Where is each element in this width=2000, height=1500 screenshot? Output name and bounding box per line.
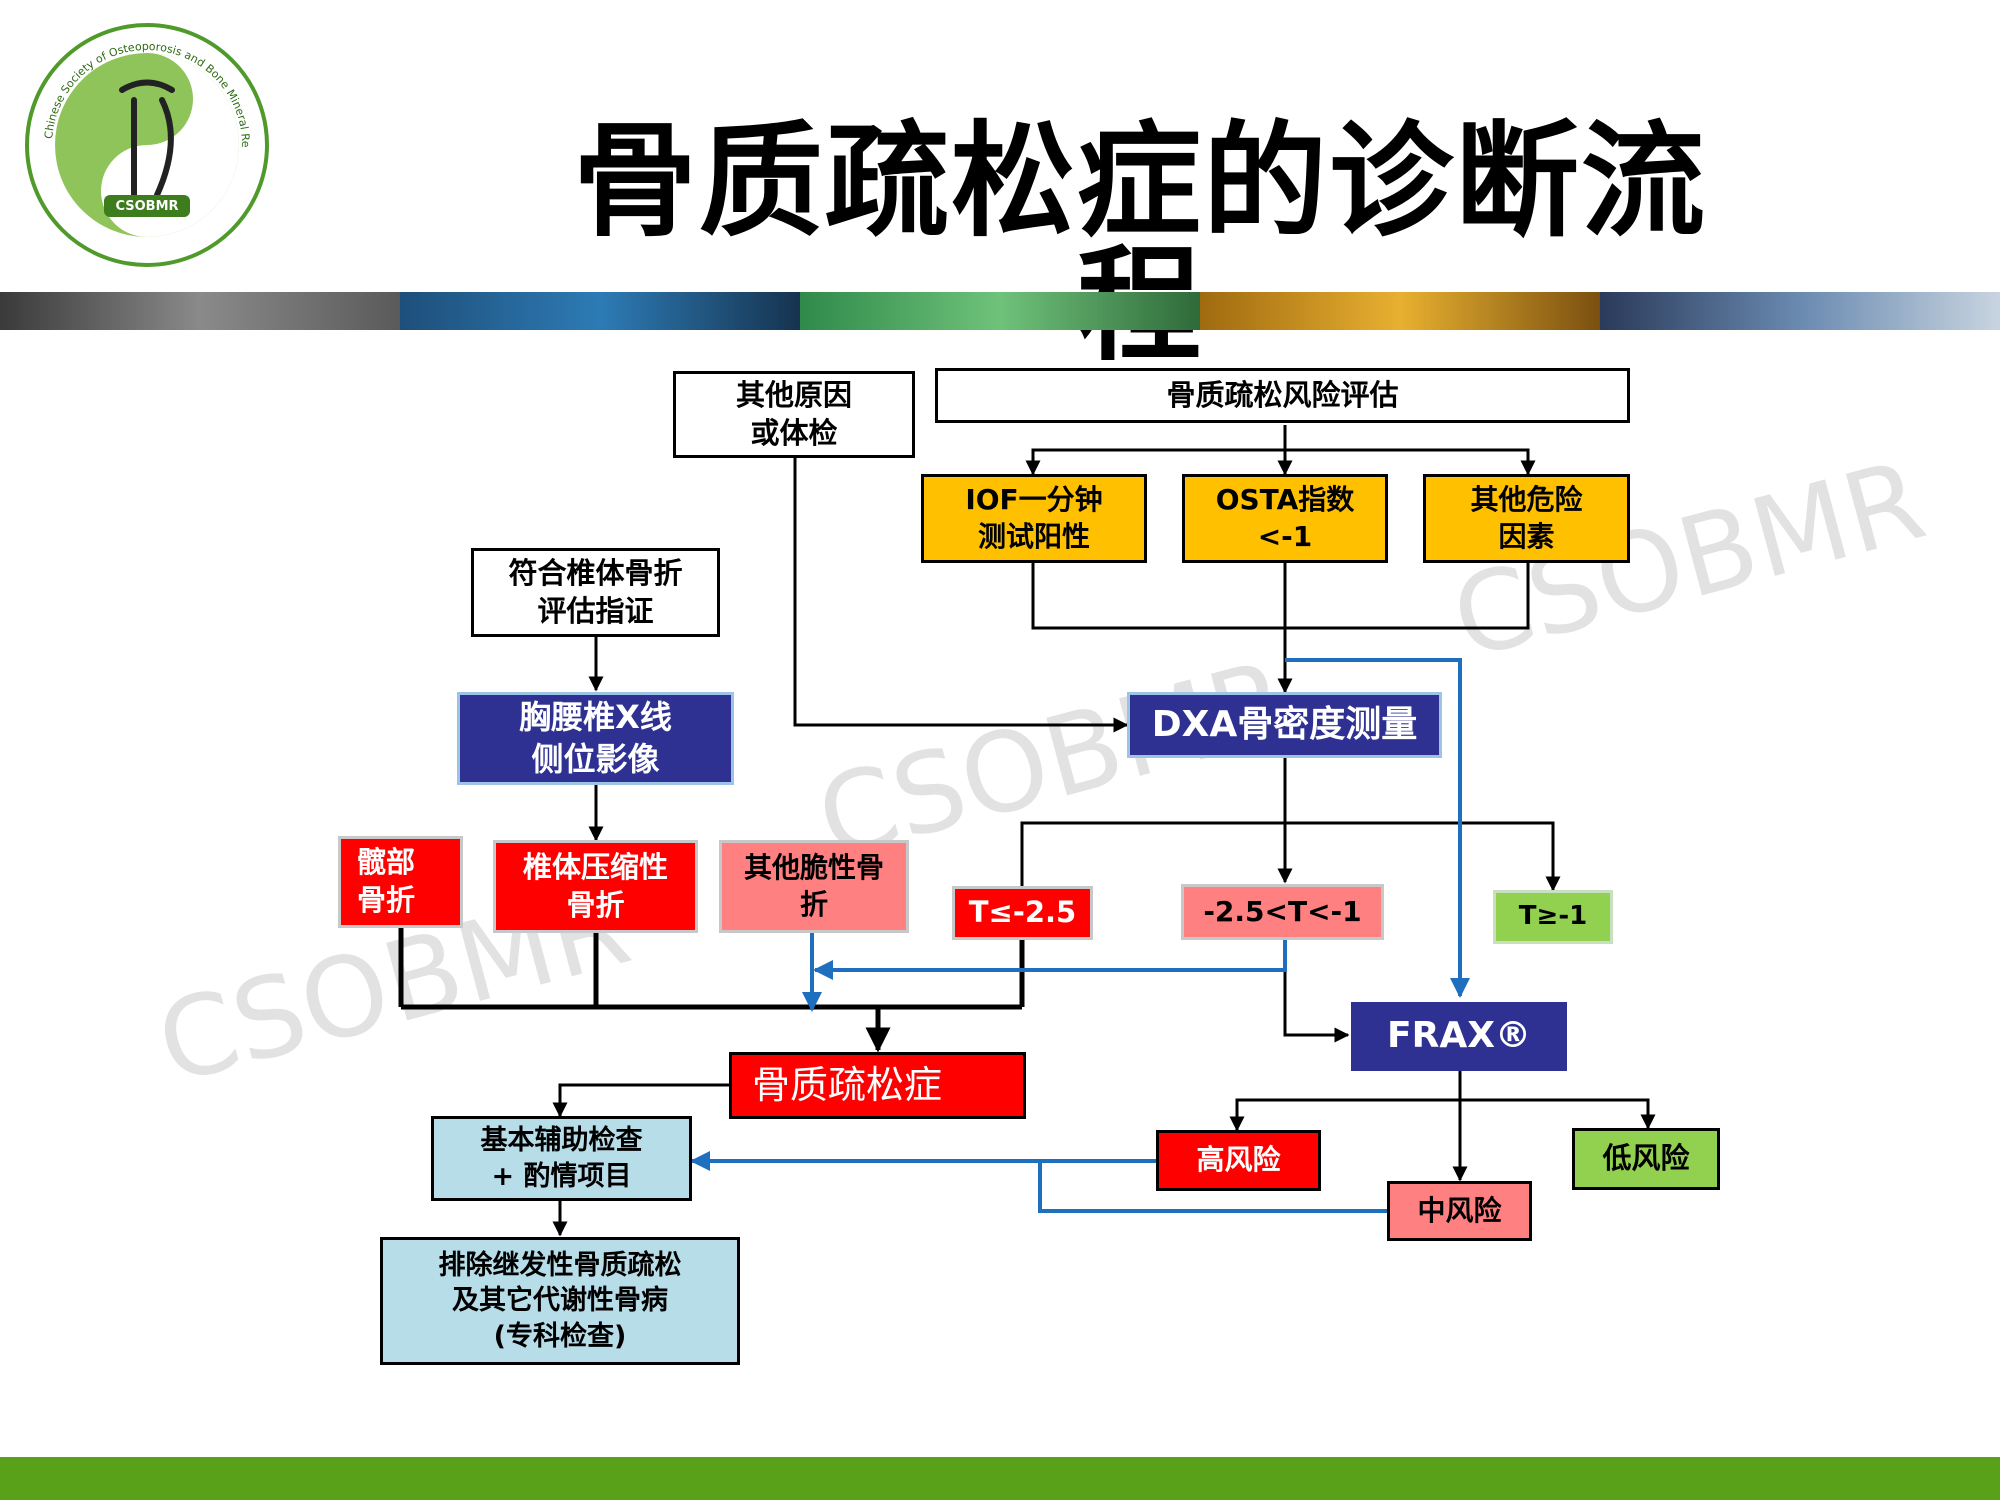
node-osteoporosis: 骨质疏松症 [729,1052,1026,1119]
footer-bar [0,1457,2000,1500]
node-other-risk-factors: 其他危险 因素 [1423,474,1630,563]
node-other-causes: 其他原因 或体检 [673,371,915,458]
photo-banner [0,292,2000,330]
node-vertebral-compression: 椎体压缩性 骨折 [493,840,698,933]
node-risk-assessment: 骨质疏松风险评估 [935,368,1630,423]
node-t-mid: -2.5<T<-1 [1181,884,1384,940]
node-xray: 胸腰椎X线 侧位影像 [457,692,734,785]
csobmr-logo: CSOBMR Chinese Society of Osteoporosis a… [22,20,269,267]
node-osta-index: OSTA指数 <-1 [1182,474,1388,563]
node-dxa: DXA骨密度测量 [1127,692,1442,758]
node-t-high: T≥-1 [1493,890,1613,944]
logo-badge: CSOBMR [115,199,178,214]
node-iof-test: IOF一分钟 测试阳性 [921,474,1147,563]
node-basic-exam: 基本辅助检查 + 酌情项目 [431,1116,692,1201]
node-high-risk: 高风险 [1156,1130,1321,1191]
node-t-low: T≤-2.5 [952,886,1093,940]
node-exclude-secondary: 排除继发性骨质疏松 及其它代谢性骨病 (专科检查) [380,1237,740,1365]
node-low-risk: 低风险 [1572,1128,1720,1190]
page-title: 骨质疏松症的诊断流程 [572,110,1707,368]
node-hip-fracture: 髋部 骨折 [338,836,463,928]
node-frax: FRAX® [1351,1002,1567,1071]
node-other-fragility: 其他脆性骨 折 [719,840,909,933]
node-mid-risk: 中风险 [1387,1181,1532,1241]
node-vertebral-indication: 符合椎体骨折 评估指证 [471,548,720,637]
